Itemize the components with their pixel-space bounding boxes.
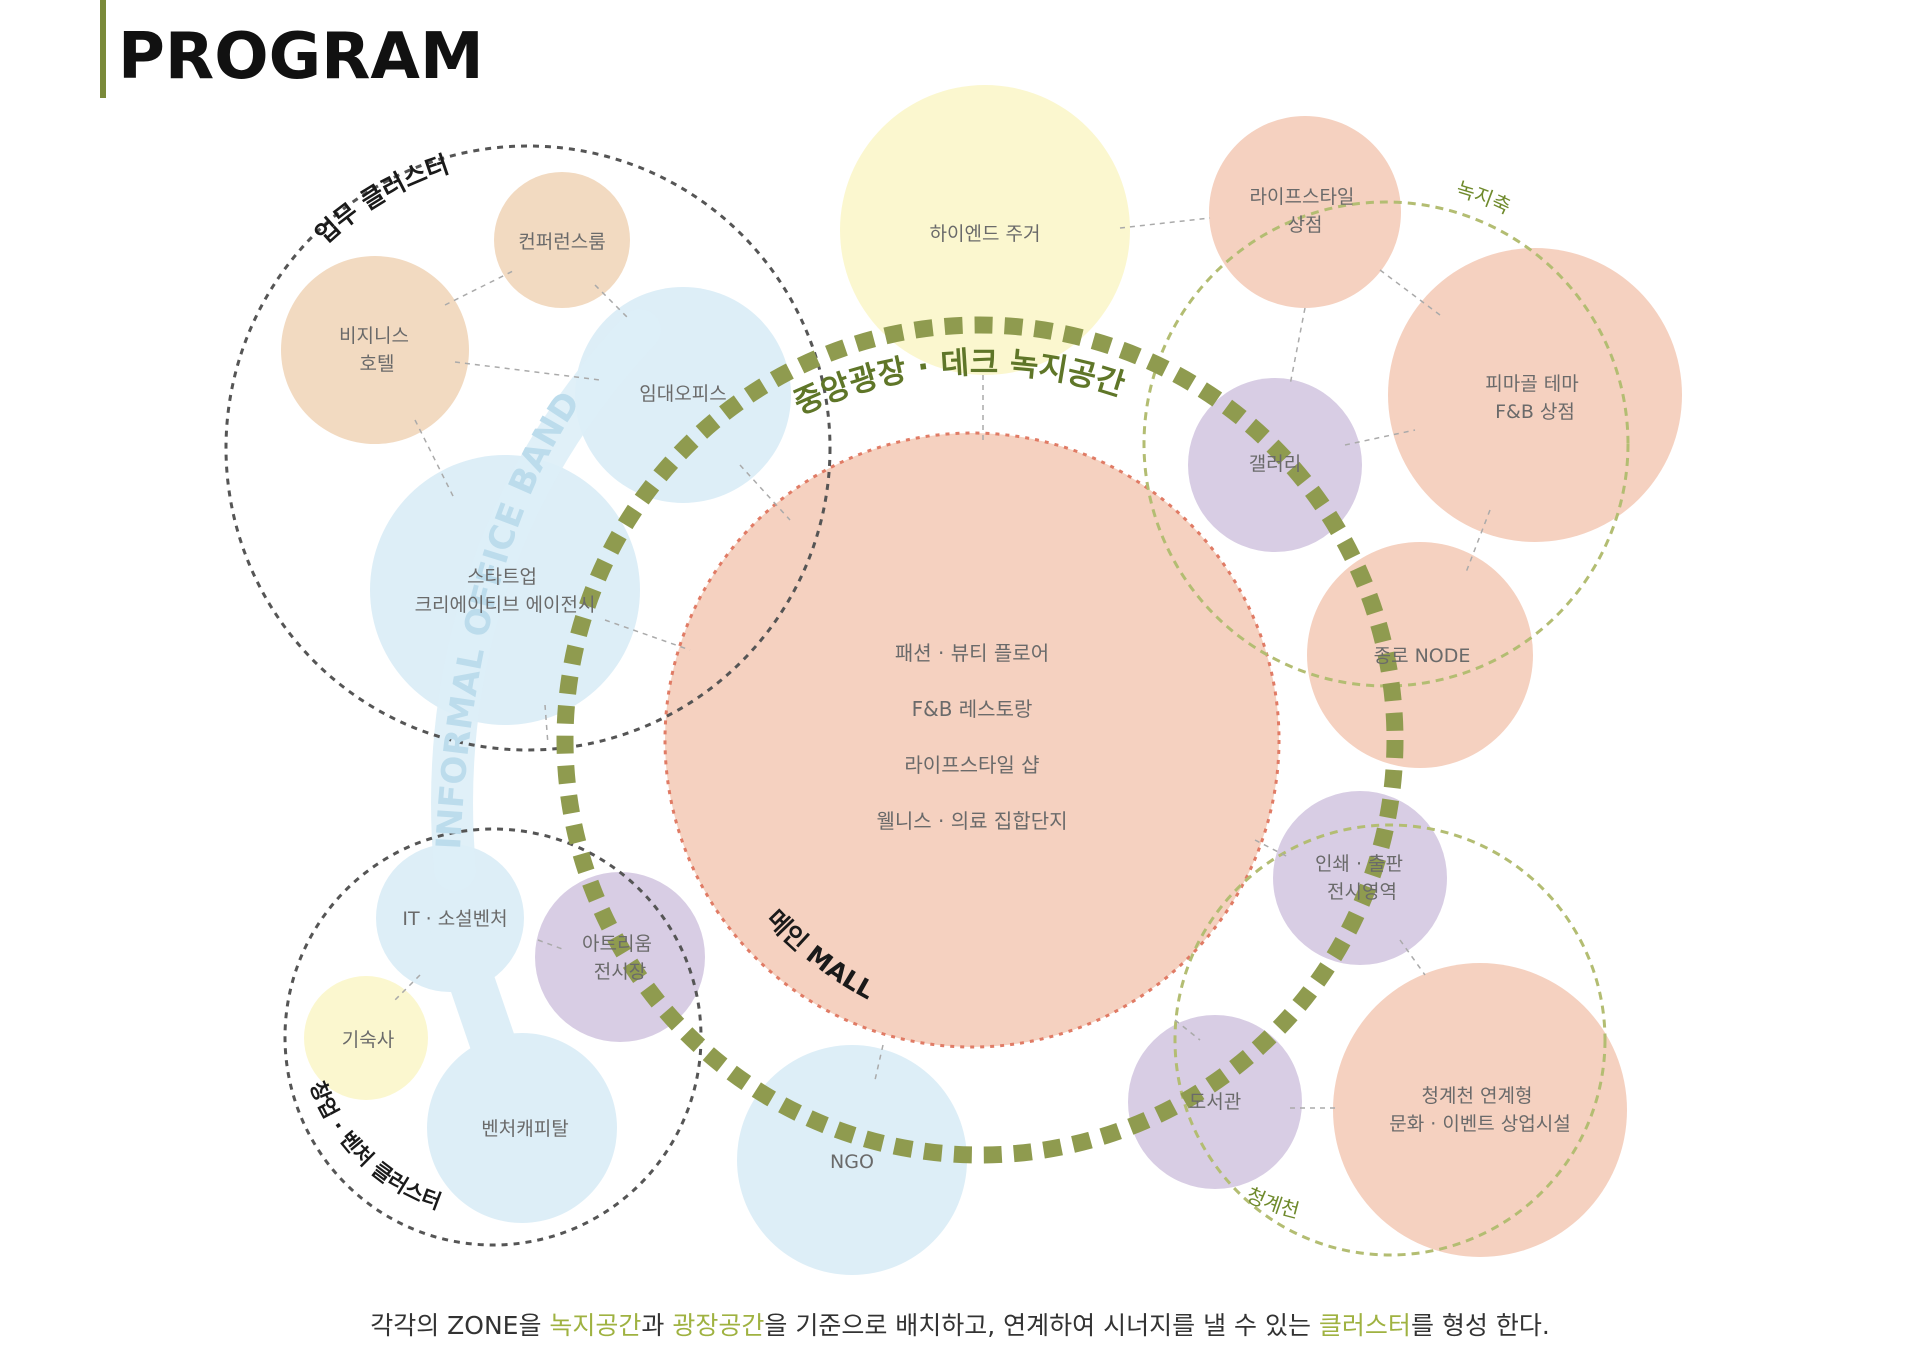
cheonggyecheon-label: 청계천 <box>1243 1183 1302 1223</box>
caption-green-space: 녹지공간 <box>549 1311 642 1340</box>
highend-circle <box>840 85 1130 375</box>
lifestyle-store-circle <box>1209 116 1401 308</box>
main-mall-circle <box>663 431 1281 1049</box>
title-accent-bar <box>100 0 106 98</box>
gallery-label: 갤러리 <box>1249 453 1301 475</box>
page-title: PROGRAM <box>118 20 484 94</box>
caption: 각각의 ZONE을 녹지공간과 광장공간을 기준으로 배치하고, 연계하여 시너… <box>370 1311 1550 1340</box>
highend-label: 하이엔드 주거 <box>930 223 1041 245</box>
jongno-circle <box>1307 542 1533 768</box>
pimagol-circle <box>1388 248 1682 542</box>
venture-link-band <box>427 895 545 1151</box>
venture-capital-label: 벤처캐피탈 <box>481 1118 568 1140</box>
central-deck-ring <box>556 316 1404 1164</box>
rental-office-label: 임대오피스 <box>639 383 726 405</box>
conference-label: 컨퍼런스룸 <box>518 231 605 253</box>
startup-label: 스타트업 크리에이티브 에이전시 <box>415 566 596 616</box>
library-circle <box>1128 1015 1302 1189</box>
atrium-label: 아트리움 전시장 <box>582 933 658 983</box>
work-cluster-boundary <box>224 144 832 752</box>
work-cluster-label: 업무 클러스터 <box>310 150 453 250</box>
cheonggye-culture-circle <box>1333 963 1627 1257</box>
jongno-label: 종로 NODE <box>1374 645 1471 667</box>
printing-circle <box>1273 791 1447 965</box>
connector-lines <box>394 217 1491 1109</box>
caption-plaza-space: 광장공간 <box>672 1311 765 1340</box>
ngo-label: NGO <box>830 1151 874 1173</box>
mall-item: 라이프스타일 샵 <box>904 753 1039 777</box>
printing-label: 인쇄 · 출판 전시영역 <box>1315 853 1409 903</box>
business-hotel-label: 비지니스 호텔 <box>339 325 415 375</box>
pimagol-label: 피마골 테마 F&B 상점 <box>1485 373 1585 423</box>
library-label: 도서관 <box>1189 1091 1241 1113</box>
dormitory-circle <box>304 976 428 1100</box>
informal-office-band <box>431 309 661 891</box>
cheonggyecheon-boundary <box>1173 823 1607 1257</box>
caption-cluster: 클러스터 <box>1318 1311 1411 1340</box>
green-axis-label: 녹지축 <box>1454 177 1515 219</box>
conference-circle <box>494 172 630 308</box>
business-hotel-circle <box>281 256 469 444</box>
it-venture-label: IT · 소설벤처 <box>402 908 507 930</box>
dormitory-label: 기숙사 <box>342 1029 394 1051</box>
cheonggye-culture-label: 청계천 연계형 문화 · 이벤트 상업시설 <box>1389 1085 1570 1135</box>
mall-item: F&B 레스토랑 <box>912 697 1033 721</box>
mall-item: 패션 · 뷰티 플로어 <box>895 641 1049 665</box>
mall-item: 웰니스 · 의료 집합단지 <box>876 809 1067 833</box>
lifestyle-store-label: 라이프스타일 상점 <box>1250 186 1361 236</box>
